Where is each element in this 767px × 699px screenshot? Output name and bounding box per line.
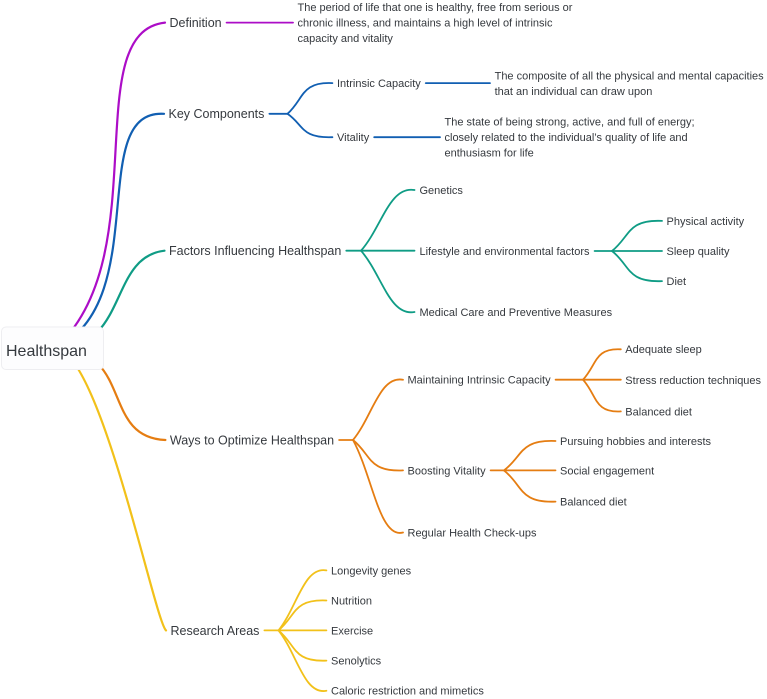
svg-text:Longevity genes: Longevity genes: [331, 565, 412, 577]
svg-text:that an individual can draw up: that an individual can draw upon: [495, 86, 653, 98]
svg-text:enthusiasm for life: enthusiasm for life: [445, 148, 534, 160]
svg-text:Factors Influencing Healthspan: Factors Influencing Healthspan: [169, 244, 341, 258]
svg-text:The period of life that one is: The period of life that one is healthy, …: [298, 2, 573, 14]
svg-text:Boosting Vitality: Boosting Vitality: [408, 465, 487, 477]
svg-text:Adequate sleep: Adequate sleep: [625, 344, 701, 356]
svg-text:Senolytics: Senolytics: [331, 656, 382, 668]
svg-text:The composite of all the physi: The composite of all the physical and me…: [495, 70, 765, 82]
svg-text:closely related to the individ: closely related to the individual’s qual…: [445, 132, 688, 144]
svg-text:Research Areas: Research Areas: [171, 624, 260, 638]
svg-text:The state of being strong, act: The state of being strong, active, and f…: [445, 117, 695, 129]
svg-text:Sleep quality: Sleep quality: [667, 246, 730, 258]
svg-text:Definition: Definition: [170, 16, 222, 30]
svg-text:Social engagement: Social engagement: [560, 465, 654, 477]
svg-text:capacity and vitality: capacity and vitality: [298, 33, 394, 45]
svg-text:Lifestyle and environmental fa: Lifestyle and environmental factors: [420, 246, 590, 258]
svg-text:Exercise: Exercise: [331, 625, 373, 637]
svg-text:Genetics: Genetics: [420, 185, 464, 197]
svg-text:Intrinsic Capacity: Intrinsic Capacity: [337, 78, 421, 90]
svg-text:Regular Health Check-ups: Regular Health Check-ups: [408, 527, 538, 539]
svg-text:Maintaining Intrinsic Capacity: Maintaining Intrinsic Capacity: [408, 375, 552, 387]
svg-text:Vitality: Vitality: [337, 132, 370, 144]
svg-text:Pursuing hobbies and interests: Pursuing hobbies and interests: [560, 436, 712, 448]
svg-text:Diet: Diet: [667, 276, 687, 288]
svg-text:Stress reduction techniques: Stress reduction techniques: [625, 375, 761, 387]
svg-text:Caloric restriction and mimeti: Caloric restriction and mimetics: [331, 686, 484, 698]
svg-text:Medical Care and Preventive Me: Medical Care and Preventive Measures: [420, 307, 613, 319]
svg-text:Healthspan: Healthspan: [6, 343, 87, 360]
svg-text:Nutrition: Nutrition: [331, 595, 372, 607]
svg-text:Balanced diet: Balanced diet: [560, 497, 627, 509]
svg-text:Key Components: Key Components: [169, 107, 265, 121]
svg-text:Physical activity: Physical activity: [667, 216, 745, 228]
svg-text:chronic illness, and maintains: chronic illness, and maintains a high le…: [298, 18, 553, 30]
svg-text:Balanced diet: Balanced diet: [625, 406, 692, 418]
svg-text:Ways to Optimize Healthspan: Ways to Optimize Healthspan: [170, 433, 334, 447]
